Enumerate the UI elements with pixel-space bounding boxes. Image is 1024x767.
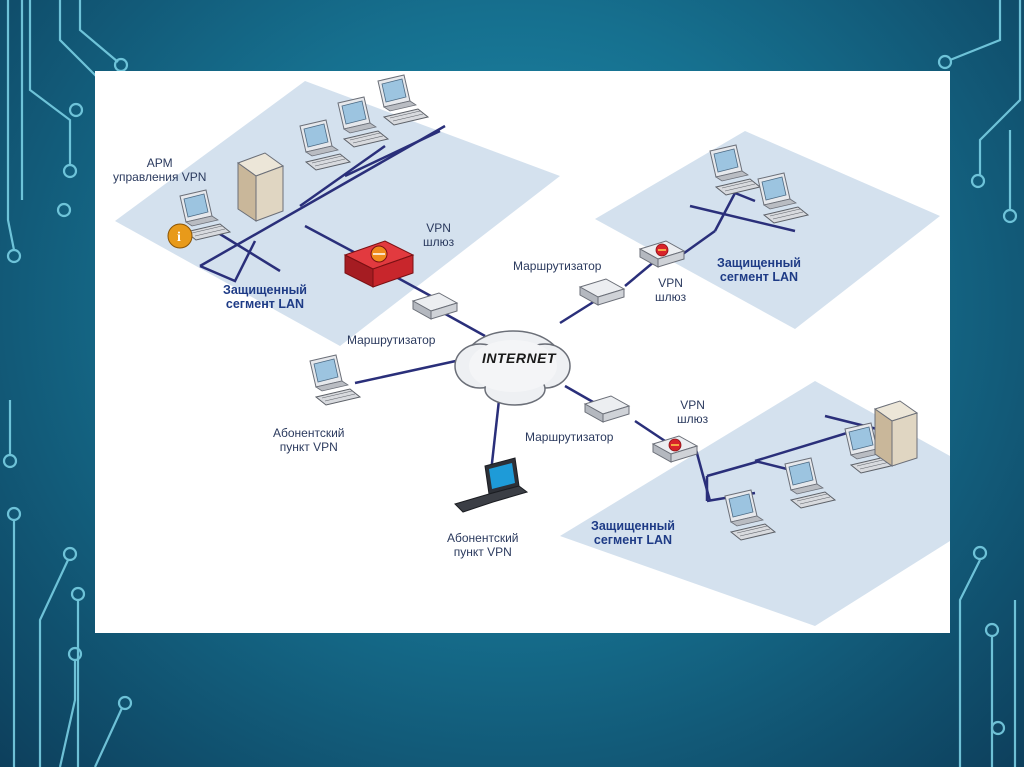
lan-zone-top-left [115,81,560,346]
vpn-gateway-label: VPN шлюз [423,221,455,249]
subscriber-workstation-icon [309,354,361,406]
vpn-gateway-label: VPN шлюз [677,398,709,426]
router-icon [579,278,625,306]
lan-segment-label: Защищенный сегмент LAN [717,256,801,284]
subscriber-label: Абонентский пункт VPN [447,531,519,559]
lan-segment-label: Защищенный сегмент LAN [591,519,675,547]
router-label: Маршрутизатор [347,333,436,347]
internet-label: INTERNET [482,350,556,366]
lan-zone-top-right [595,131,940,329]
laptop-icon [454,457,529,513]
svg-text:i: i [177,230,181,245]
diagram-graphics: i [115,74,950,626]
router-icon [412,292,458,320]
lan-segment-label: Защищенный сегмент LAN [223,283,307,311]
admin-workstation-icon: i [167,189,231,249]
vpn-gateway-icon [343,240,415,288]
router-label: Маршрутизатор [513,259,602,273]
server-icon [236,152,285,222]
subscriber-label: Абонентский пункт VPN [273,426,345,454]
vpn-gateway-label: VPN шлюз [655,276,687,304]
internet-cloud-icon [454,330,571,406]
server-icon [873,400,919,467]
network-diagram: i [95,71,950,633]
arm-vpn-label: АРМ управления VPN [113,156,207,184]
router-label: Маршрутизатор [525,430,614,444]
workstation-icon [377,74,429,126]
